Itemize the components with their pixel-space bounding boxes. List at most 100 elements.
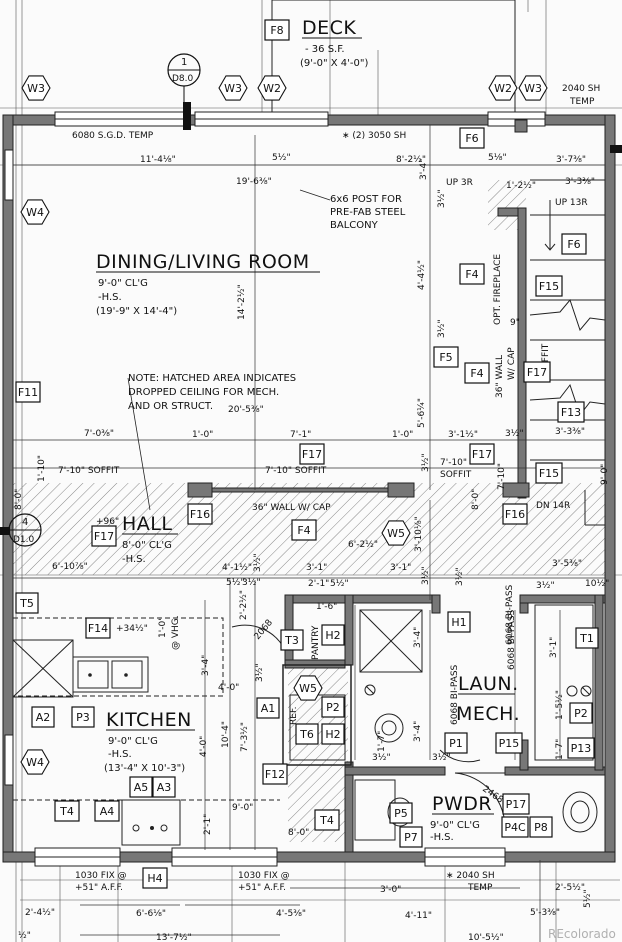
tag-box xyxy=(187,503,213,525)
dimension-d32: 4'-1½" xyxy=(222,563,252,573)
dimension-d41: 5½" xyxy=(330,579,349,589)
tag-p8: P8 xyxy=(534,821,548,834)
tag-p5: P5 xyxy=(394,807,408,820)
fireplace-note: OPT. FIREPLACE xyxy=(493,254,503,325)
soffit-note-1: 7'-10" SOFFIT xyxy=(58,466,120,476)
soffit-note-3b: SOFFIT xyxy=(440,470,472,480)
dining-title: DINING/LIVING ROOM xyxy=(96,251,310,273)
window-tag-w3b: W3 xyxy=(224,82,242,95)
tag-box xyxy=(142,867,168,889)
wall36-note: 36" WALL xyxy=(495,355,505,398)
tag-f4a: F4 xyxy=(465,268,478,281)
deck-size: (9'-0" X 4'-0") xyxy=(300,58,368,69)
dimension-d4: 5⅛" xyxy=(488,153,507,163)
dimension-d5: 3'-7⅜" xyxy=(556,155,586,165)
section-sheet-d1: D1.0 xyxy=(13,535,35,545)
tag-box xyxy=(469,443,495,465)
dimension-d47: 3'-4" xyxy=(201,655,211,676)
dimension-d73: 3½" xyxy=(432,753,451,763)
p34-note: +34½" xyxy=(116,624,148,634)
tag-box xyxy=(299,443,325,465)
dimension-d45: 1'-6" xyxy=(316,602,337,612)
dimension-d57: 1'-7" xyxy=(377,731,387,752)
tag-box xyxy=(447,611,471,633)
bipass-note-3: 6068 BI-PASS xyxy=(505,584,515,645)
window-tag-shape xyxy=(381,520,411,546)
dimension-d63: 4'-11" xyxy=(405,911,432,921)
dimension-d23: 3'-3⅜" xyxy=(555,427,585,437)
tag-box xyxy=(262,763,288,785)
dimension-d48: 3'-4" xyxy=(413,627,423,648)
post-note-3: BALCONY xyxy=(330,220,379,231)
tag-box xyxy=(523,361,551,383)
dimension-d16: 5'-6¼" xyxy=(417,398,427,428)
tag-box xyxy=(15,592,39,614)
dimension-d71: 10'-5½" xyxy=(468,933,504,942)
dimension-d2: 5½" xyxy=(272,153,291,163)
bipass-note-1: 6068 BI-PASS xyxy=(450,664,460,725)
tag-h2b: H2 xyxy=(325,728,340,741)
tag-f13: F13 xyxy=(561,406,581,419)
kitchen-title: KITCHEN xyxy=(106,709,192,731)
dimension-d26: 3½" xyxy=(421,453,431,472)
tag-f4b: F4 xyxy=(470,367,483,380)
tag-h2a: H2 xyxy=(325,629,340,642)
dimension-d33: 3'-10⅛" xyxy=(414,516,424,552)
dimension-d69: 4'-5⅜" xyxy=(276,909,306,919)
tag-p3: P3 xyxy=(76,711,90,724)
tag-box xyxy=(399,826,423,848)
kitchen-size: (13'-4" X 10'-3") xyxy=(104,763,185,774)
tag-f6b: F6 xyxy=(567,238,580,251)
tag-p4c: P4C xyxy=(504,821,526,834)
window-tag-w3c: W3 xyxy=(524,82,542,95)
tag-box xyxy=(561,233,587,255)
up13r-note: UP 13R xyxy=(555,198,588,208)
up3r-note: UP 3R xyxy=(446,178,473,188)
dimension-d42: 3½" xyxy=(455,567,465,586)
tag-box xyxy=(321,696,345,718)
dining-ceiling: 9'-0" CL'G xyxy=(98,278,148,289)
tag-t1: T1 xyxy=(579,632,594,645)
tag-box xyxy=(314,809,340,831)
sh3050-note: ∗ (2) 3050 SH xyxy=(342,131,406,141)
kitchen-ceiling: 9'-0" CL'G xyxy=(108,736,158,747)
dimension-d36: 3'-1" xyxy=(390,563,411,573)
tag-f16b: F16 xyxy=(505,508,525,521)
section-num-d8: 1 xyxy=(181,57,187,68)
tag-box xyxy=(567,737,595,759)
fix-note-2a: 1030 FIX @ xyxy=(238,871,290,881)
kitchen-fixtures xyxy=(12,617,346,846)
tag-box xyxy=(54,800,80,822)
tag-a3: A3 xyxy=(157,781,172,794)
dimension-d74: 5½" xyxy=(226,578,245,588)
door-2068: 2068 xyxy=(253,618,276,642)
room-labels: DECK - 36 S.F. (9'-0" X 4'-0") DINING/LI… xyxy=(96,17,520,843)
dimension-d72: 3½" xyxy=(372,753,391,763)
hall-ceiling: 8'-0" CL'G xyxy=(122,540,172,551)
callouts: 1 D8.0 4 D1.0 xyxy=(8,53,201,547)
tag-box xyxy=(535,462,563,484)
dimension-d17: 7'-0⅜" xyxy=(84,429,114,439)
dimension-d19: 7'-1" xyxy=(290,430,311,440)
dimension-d22: 3½" xyxy=(505,429,524,439)
tag-box xyxy=(459,263,485,285)
tag-f5: F5 xyxy=(439,351,452,364)
dimension-d18: 1'-0" xyxy=(192,430,213,440)
dimension-d24: 1'-10" xyxy=(37,455,47,482)
post-note-1: 6x6 POST FOR xyxy=(330,194,402,205)
soffit-note-3a: 7'-10" xyxy=(440,458,467,468)
tag-p17: P17 xyxy=(506,798,527,811)
tag-box xyxy=(321,723,345,745)
window-tag-shape xyxy=(257,75,287,101)
tag-f17a: F17 xyxy=(527,366,547,379)
window-tag-w5a: W5 xyxy=(387,527,405,540)
tag-f14: F14 xyxy=(88,622,108,635)
p96-note: +96" xyxy=(96,517,119,527)
tag-box xyxy=(389,802,413,824)
tag-f16a: F16 xyxy=(190,508,210,521)
notes: NOTE: HATCHED AREA INDICATES DROPPED CEI… xyxy=(58,84,600,893)
tag-box xyxy=(291,519,317,541)
sgd-note: 6080 S.G.D. TEMP xyxy=(72,131,154,141)
